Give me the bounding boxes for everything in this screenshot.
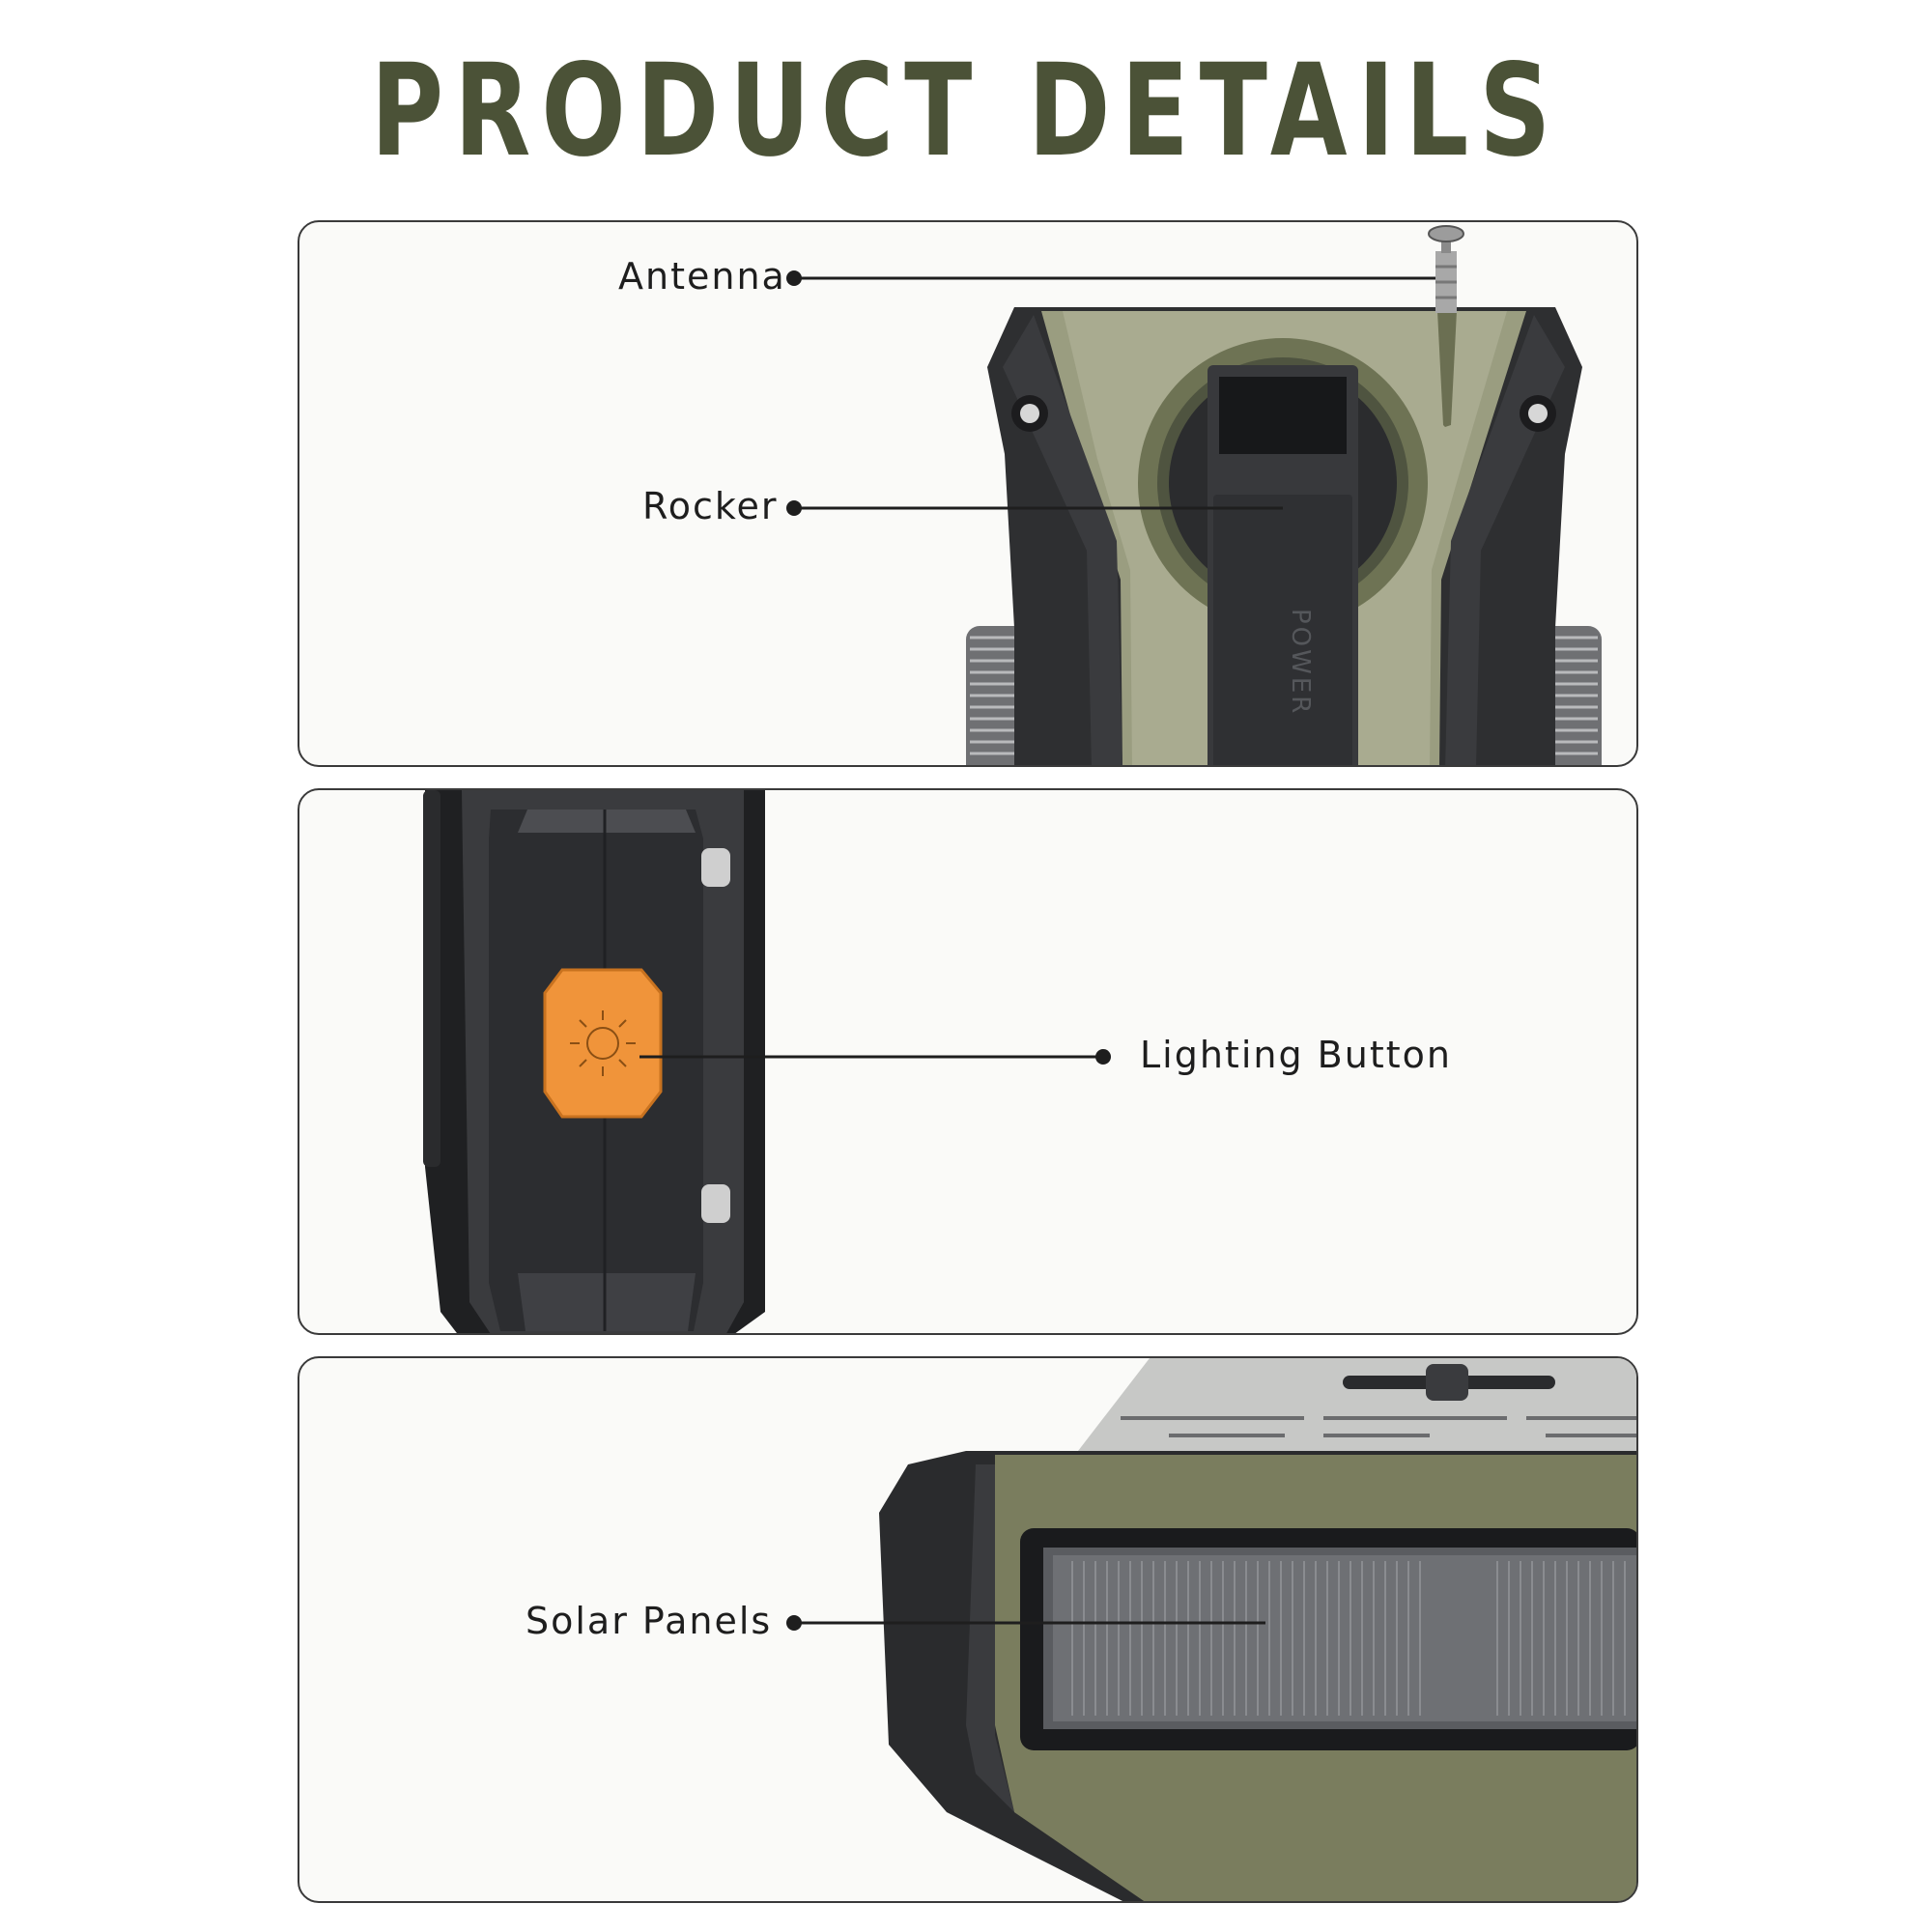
antenna-label: Antenna: [618, 255, 786, 298]
lighting-button: [543, 968, 663, 1119]
radio-front-illustration: [786, 1358, 1636, 1901]
radio-side-illustration: [423, 790, 1111, 1333]
rocker-power-text: POWER: [1286, 609, 1315, 716]
panel-side-view: Lighting Button: [298, 788, 1638, 1335]
antenna-leader: [786, 270, 1435, 286]
page-title: PRODUCT DETAILS: [370, 37, 1562, 185]
rocker-label: Rocker: [642, 485, 779, 527]
lighting-button-label: Lighting Button: [1140, 1034, 1452, 1076]
rocker-leader: [786, 500, 1283, 516]
panel-top-view: POWER Antenna Rocker: [298, 220, 1638, 767]
antenna-rod: [1428, 225, 1464, 427]
solar-panel: [1020, 1528, 1636, 1750]
lighting-button-leader: [639, 1049, 1111, 1065]
radio-top-illustration: POWER: [786, 225, 1602, 765]
solar-panels-leader: [786, 1615, 1265, 1631]
panel-front-view: Solar Panels: [298, 1356, 1638, 1903]
rocker-handle: [1208, 365, 1358, 765]
solar-panels-label: Solar Panels: [526, 1600, 773, 1642]
